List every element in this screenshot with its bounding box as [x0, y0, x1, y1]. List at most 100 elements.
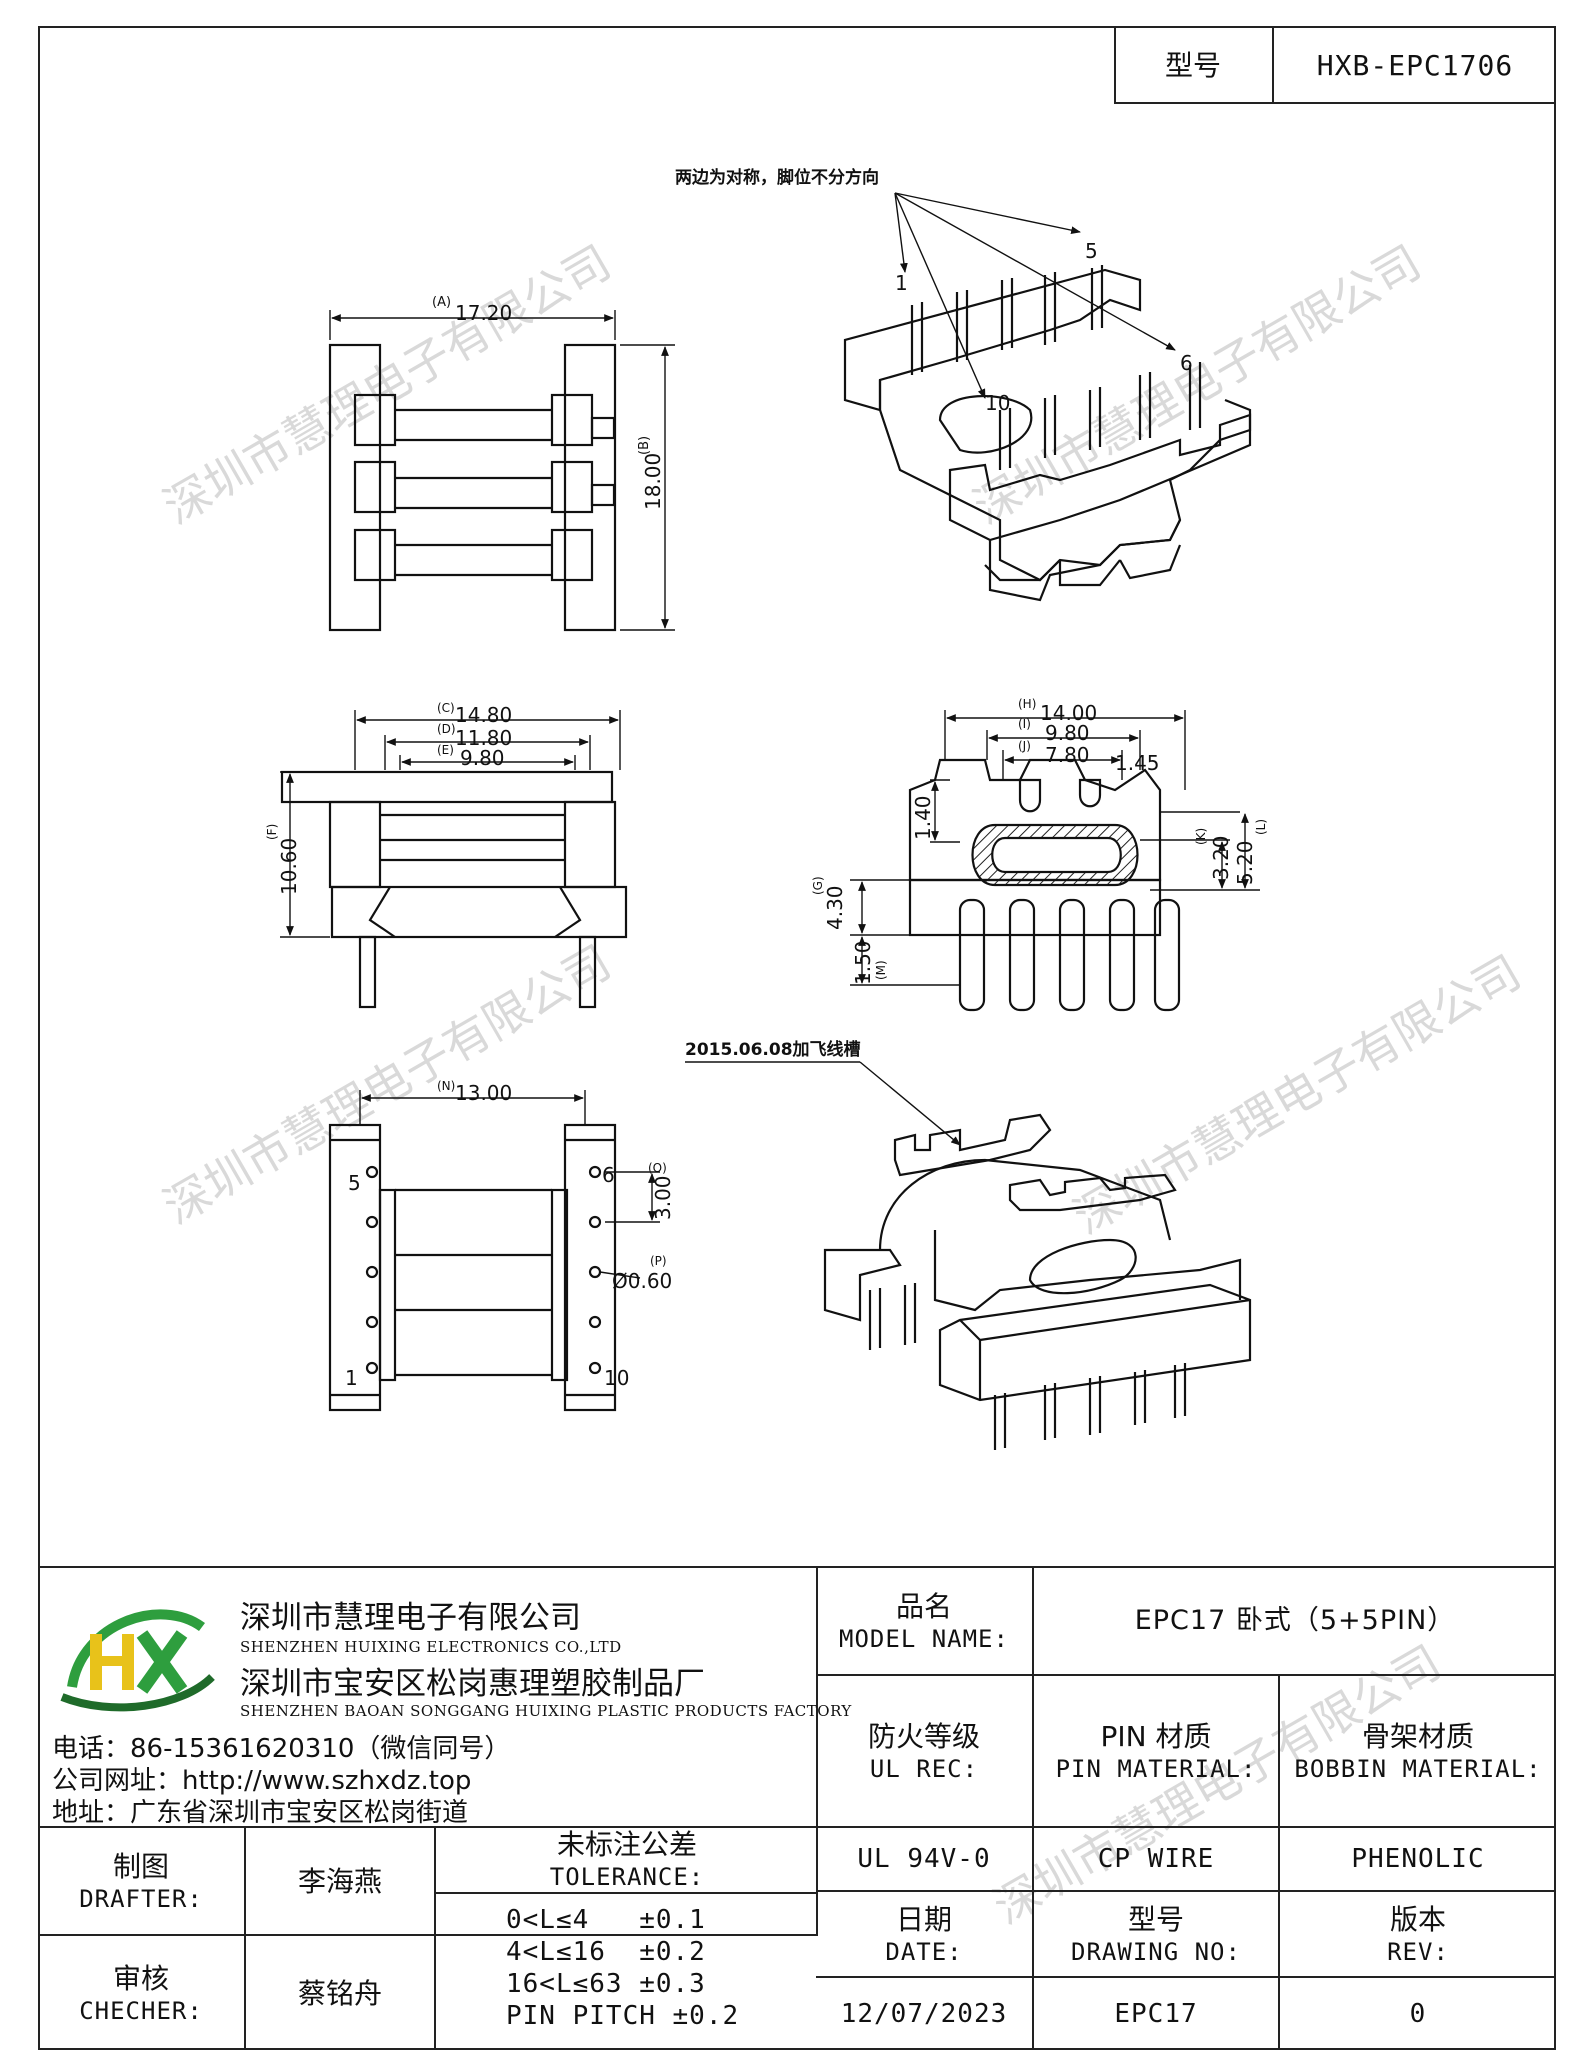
model-header [1114, 26, 1556, 104]
dim-g: 4.30 [823, 885, 847, 930]
top-view [328, 310, 675, 632]
drafter-value: 李海燕 [297, 1864, 382, 1898]
ul-value: UL 94V-0 [857, 1843, 991, 1874]
col-line-2 [1278, 1674, 1280, 2050]
company-name-zh: 深圳市慧理电子有限公司 [240, 1600, 581, 1636]
checker-en: CHECHER: [79, 1996, 203, 2025]
dim-f: 10.60 [277, 838, 301, 895]
pin-zh: PIN 材质 [1100, 1719, 1212, 1753]
bobbin-value: PHENOLIC [1351, 1843, 1485, 1874]
drawing-zh: 型号 [1127, 1902, 1184, 1936]
pin-material-label: PIN 材质 PIN MATERIAL: [1034, 1676, 1278, 1826]
drafter-en: DRAFTER: [79, 1884, 203, 1913]
dim-p-tag: (P) [650, 1254, 667, 1268]
dim-h-tag: (H) [1018, 697, 1036, 711]
dim-e-tag: (E) [437, 743, 454, 757]
ul-zh: 防火等级 [867, 1719, 980, 1753]
tolerance-line-1: 0<L≤4 ±0.1 [506, 1905, 706, 1935]
model-value: HXB-EPC1706 [1316, 48, 1514, 82]
pin-label-iso-5: 5 [1085, 239, 1098, 263]
model-name-label: 品名 MODEL NAME: [816, 1566, 1032, 1676]
pin-en: PIN MATERIAL: [1055, 1754, 1257, 1783]
dim-j-tag: (J) [1018, 739, 1031, 753]
tolerance-line-3: 16<L≤63 ±0.3 [506, 1969, 706, 1999]
dim-e: 9.80 [460, 746, 505, 770]
tolerance-zh: 未标注公差 [556, 1827, 697, 1861]
checker-zh: 审核 [112, 1961, 169, 1995]
ul-en: UL REC: [869, 1754, 979, 1783]
dim-h: 14.00 [1040, 701, 1097, 725]
dim-k: 3.20 [1209, 835, 1233, 880]
tolerance-line-4: PIN PITCH ±0.2 [506, 2001, 740, 2031]
dim-d: 11.80 [455, 726, 512, 750]
company-name-en: SHENZHEN HUIXING ELECTRONICS CO.,LTD [240, 1638, 622, 1656]
drafter-zh: 制图 [112, 1849, 169, 1883]
symmetry-note: 两边为对称，脚位不分方向 [675, 167, 879, 188]
tolerance-label: 未标注公差 TOLERANCE: [436, 1826, 818, 1892]
company-logo [60, 1609, 215, 1712]
model-name-value: EPC17 卧式（5+5PIN） [1134, 1605, 1456, 1637]
dim-o-tag: (O) [648, 1161, 667, 1175]
dim-k-tag: (K) [1194, 828, 1208, 845]
rev-zh: 版本 [1389, 1902, 1446, 1936]
factory-name-zh: 深圳市宝安区松岗惠理塑胶制品厂 [240, 1666, 705, 1702]
company-address: 地址：广东省深圳市宝安区松岗街道 [52, 1798, 469, 1828]
model-name-en: MODEL NAME: [839, 1624, 1009, 1653]
tolerance-header-line [434, 1892, 818, 1894]
dim-height: 1.40 [911, 795, 935, 840]
pin-label-bottom-10: 10 [604, 1366, 629, 1390]
pin-label-iso-10: 10 [985, 391, 1010, 415]
side-profile-view [850, 710, 1260, 1012]
dim-slot: 1.45 [1115, 751, 1160, 775]
company-phone: 电话：86-15361620310（微信同号） [52, 1734, 511, 1764]
drafter-divider [244, 1826, 246, 2050]
dim-g-tag: (G) [811, 876, 825, 895]
bottom-view [328, 1090, 660, 1412]
dim-c: 14.80 [455, 703, 512, 727]
dim-j: 7.80 [1045, 743, 1090, 767]
rev-en: REV: [1387, 1937, 1449, 1966]
checker-label: 审核 CHECHER: [38, 1936, 244, 2050]
ul-label: 防火等级 UL REC: [816, 1676, 1032, 1826]
company-website: 公司网址：http://www.szhxdz.top [52, 1766, 472, 1796]
rev-value: 0 [1409, 1998, 1427, 2029]
tolerance-en: TOLERANCE: [549, 1862, 705, 1891]
drawing-no-label: 型号 DRAWING NO: [1034, 1892, 1278, 1976]
rev-label: 版本 REV: [1280, 1892, 1556, 1976]
isometric-view-pins [843, 192, 1252, 602]
checker-value: 蔡铭舟 [297, 1976, 382, 2010]
date-label: 日期 DATE: [816, 1892, 1032, 1976]
dim-l-tag: (L) [1254, 819, 1268, 835]
dim-n: 13.00 [455, 1081, 512, 1105]
model-header-divider [1272, 26, 1274, 104]
col-line-1 [1032, 1566, 1034, 2050]
model-name-row [816, 1566, 1556, 1676]
dim-a: 17.20 [455, 301, 512, 325]
isometric-view-base [685, 1061, 1252, 1450]
bobbin-en: BOBBIN MATERIAL: [1294, 1754, 1542, 1783]
date-value: 12/07/2023 [840, 1998, 1008, 2029]
drafter-row [38, 1826, 818, 1936]
drawing-value: EPC17 [1114, 1998, 1198, 2029]
row-line-date [816, 1976, 1556, 1978]
drafter-label: 制图 DRAFTER: [38, 1826, 244, 1936]
tolerance-divider [434, 1826, 436, 2050]
bobbin-zh: 骨架材质 [1361, 1719, 1474, 1753]
date-en: DATE: [885, 1937, 963, 1966]
model-label: 型号 [1164, 48, 1221, 82]
tolerance-line-2: 4<L≤16 ±0.2 [506, 1937, 706, 1967]
bobbin-material-label: 骨架材质 BOBBIN MATERIAL: [1280, 1676, 1556, 1826]
dim-i-tag: (I) [1018, 717, 1031, 731]
dim-n-tag: (N) [437, 1079, 455, 1093]
dim-p: Ø0.60 [612, 1269, 672, 1293]
pin-label-bottom-6: 6 [602, 1163, 615, 1187]
date-zh: 日期 [895, 1902, 952, 1936]
model-name-zh: 品名 [895, 1589, 952, 1623]
dim-f-tag: (F) [265, 824, 279, 840]
pin-value: CP WIRE [1097, 1843, 1215, 1874]
pin-label-iso-6: 6 [1180, 351, 1193, 375]
drawing-en: DRAWING NO: [1071, 1937, 1241, 1966]
pin-label-iso-1: 1 [895, 271, 908, 295]
dim-d-tag: (D) [437, 722, 456, 736]
